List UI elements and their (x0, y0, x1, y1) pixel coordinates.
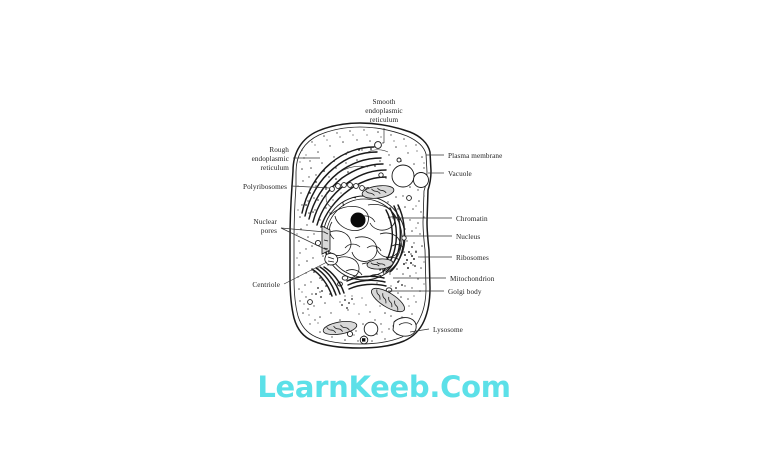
label-nuclear-pores-line2: pores (261, 227, 277, 235)
centriole-structure (324, 252, 339, 266)
lower-rough-er-structure (311, 266, 345, 297)
label-nuclear-pores-line1: Nuclear (254, 218, 278, 226)
label-centriole: Centriole (252, 281, 280, 289)
rough-endoplasmic-reticulum-structure (301, 146, 387, 228)
polyribosomes-structure (325, 182, 372, 208)
label-plasma-membrane: Plasma membrane (448, 152, 502, 160)
label-vacuole: Vacuole (448, 170, 472, 178)
label-lysosome: Lysosome (433, 326, 463, 334)
label-polyribosomes: Polyribosomes (243, 183, 287, 191)
label-smooth-er-line1: Smooth (373, 98, 396, 106)
watermark-learnkeeb: LearnKeeb.Com (257, 370, 511, 404)
lysosome-structures (346, 317, 417, 345)
vacuole-structure (391, 164, 429, 188)
label-ribosomes: Ribosomes (456, 254, 489, 262)
label-mitochondrion: Mitochondrion (450, 275, 495, 283)
label-rough-er-line2: endoplasmic (252, 155, 289, 163)
label-smooth-er-line2: endoplasmic (365, 107, 402, 115)
mitochondrion-structures (322, 185, 405, 336)
label-nucleus: Nucleus (456, 233, 480, 241)
leader-lines (280, 128, 452, 333)
nuclear-pores-structure (321, 225, 331, 255)
label-rough-er-line1: Rough (269, 146, 289, 154)
free-ribosome-clusters (315, 246, 417, 309)
small-vesicles (307, 157, 412, 305)
cell-body (289, 122, 432, 349)
smooth-endoplasmic-reticulum-structure (339, 141, 389, 173)
label-chromatin: Chromatin (456, 215, 488, 223)
label-rough-er-line3: reticulum (261, 164, 290, 172)
plasma-membrane-inner-line (293, 126, 428, 345)
diagram-labels: Smooth endoplasmic reticulum Rough endop… (243, 98, 502, 334)
label-golgi-body: Golgi body (448, 288, 482, 296)
nucleolus (350, 212, 366, 228)
label-smooth-er-line3: reticulum (370, 116, 399, 124)
